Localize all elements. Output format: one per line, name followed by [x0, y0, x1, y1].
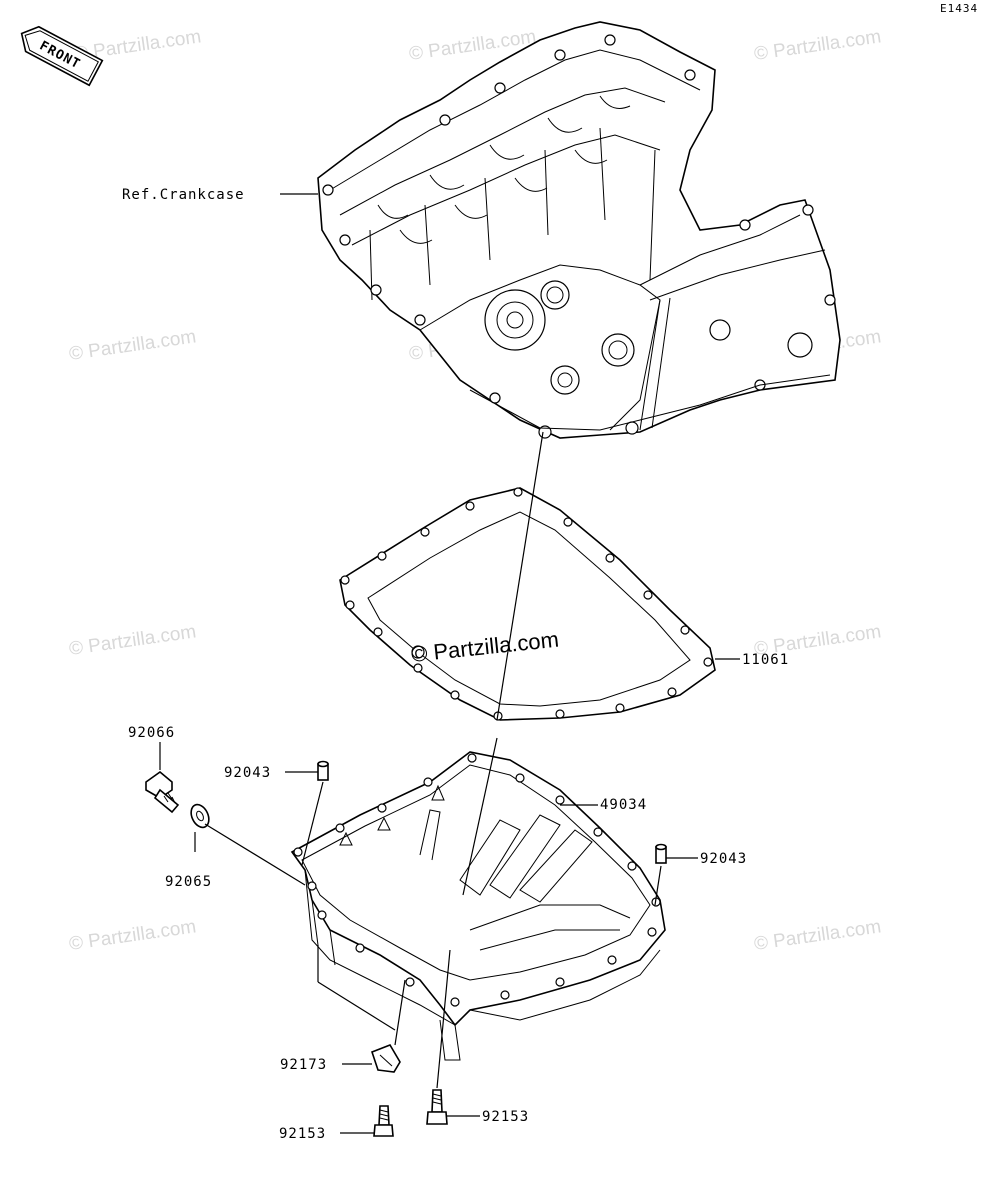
front-arrow-icon: FRONT — [20, 25, 104, 87]
dowel-pin-left — [317, 760, 329, 781]
watermark: © Partzilla.com — [753, 26, 883, 65]
drain-plug — [145, 770, 180, 814]
bolt-left — [373, 1105, 394, 1137]
watermark: © Partzilla.com — [753, 916, 883, 955]
oil-pan — [290, 751, 666, 1061]
clamp-clip — [371, 1044, 401, 1073]
diagram-code: E1434 — [940, 2, 978, 15]
label-drain-plug: 92066 — [128, 725, 175, 741]
watermark: © Partzilla.com — [68, 621, 198, 660]
bolt-right — [426, 1089, 448, 1125]
label-drain-washer: 92065 — [165, 874, 212, 890]
label-dowel-pin-left: 92043 — [224, 765, 271, 781]
crankcase-illustration — [317, 21, 841, 439]
label-oil-pan: 49034 — [600, 797, 647, 813]
label-ref-crankcase: Ref.Crankcase — [122, 187, 245, 203]
leader-lines — [159, 193, 740, 1134]
oil-pan-gasket — [339, 487, 716, 721]
watermark: © Partzilla.com — [68, 916, 198, 955]
label-clamp-clip: 92173 — [280, 1057, 327, 1073]
label-bolt-right: 92153 — [482, 1109, 529, 1125]
label-gasket: 11061 — [742, 652, 789, 668]
label-dowel-pin-right: 92043 — [700, 851, 747, 867]
drain-washer — [190, 803, 210, 829]
watermark: © Partzilla.com — [68, 326, 198, 365]
dowel-pin-right — [655, 843, 667, 864]
label-bolt-left: 92153 — [279, 1126, 326, 1142]
